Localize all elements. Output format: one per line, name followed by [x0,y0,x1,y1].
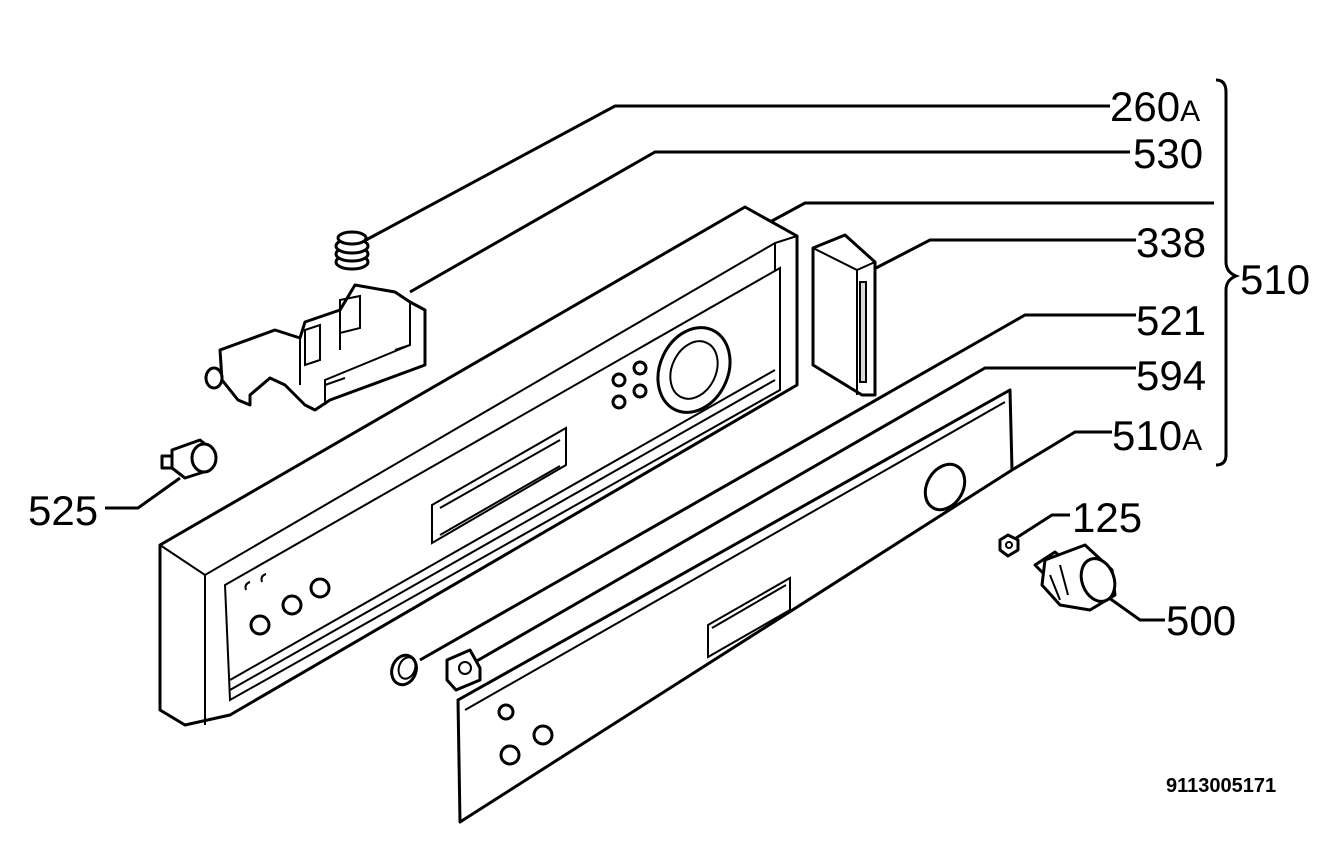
leader-594 [474,366,1136,664]
leader-338 [875,238,1136,270]
label-530: 530 [1133,130,1203,177]
part-510-panel [158,205,799,727]
brace-510 [1215,78,1241,467]
label-500: 500 [1166,597,1236,644]
leader-525 [105,476,181,510]
part-500-knob [1033,543,1117,612]
label-525: 525 [28,487,98,534]
part-260a-spring [334,230,370,271]
leader-125 [1009,513,1070,544]
leader-521 [419,313,1136,662]
label-521: 521 [1136,297,1206,344]
part-530-bracket [204,283,427,412]
drawing-code: 9113005171 [1166,775,1276,797]
part-521 [390,653,418,687]
leader-500 [1097,588,1165,622]
label-510: 510 [1240,256,1310,303]
label-510a: 510A [1112,412,1202,459]
label-125: 125 [1072,494,1142,541]
part-594 [445,648,482,692]
leader-510-top [769,201,1214,224]
label-338: 338 [1136,219,1206,266]
leader-510a [1011,430,1112,472]
part-525 [160,438,218,480]
part-510a-panel [456,388,1014,824]
part-338 [811,233,877,397]
part-125-nut [998,533,1020,558]
label-594: 594 [1136,352,1206,399]
leader-530 [409,150,1130,294]
label-260a: 260A [1110,83,1200,130]
leader-lines [105,104,1214,664]
leader-260a [365,104,1110,242]
